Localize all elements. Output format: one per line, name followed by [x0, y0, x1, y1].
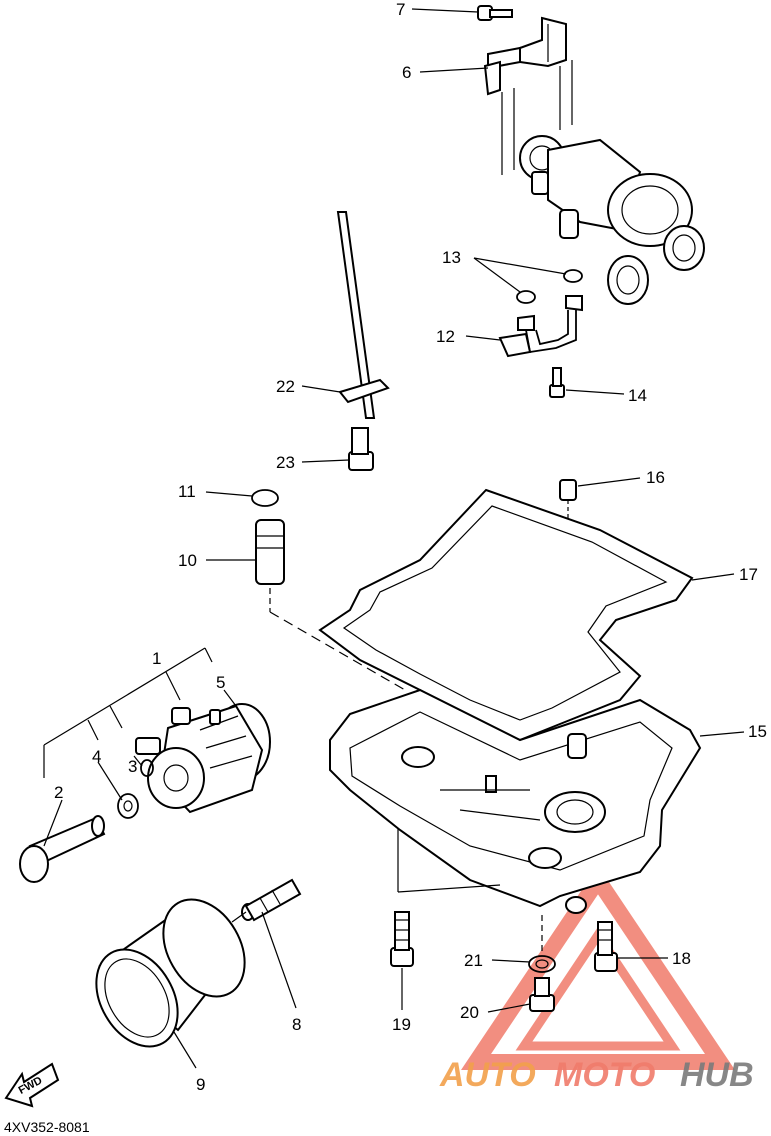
callout-23: 23 — [276, 453, 295, 472]
oil-cooler — [135, 703, 271, 814]
gasket — [318, 488, 694, 742]
callout-15: 15 — [748, 722, 767, 741]
union-bolt-8 — [231, 878, 302, 923]
callout-6: 6 — [402, 63, 411, 82]
callout-14: 14 — [628, 386, 647, 405]
cooler-hardware — [19, 759, 154, 883]
water-pump-assembly — [477, 5, 705, 305]
callout-9: 9 — [196, 1075, 205, 1094]
o-rings — [516, 269, 583, 304]
oil-pan — [329, 688, 702, 914]
callout-4: 4 — [92, 747, 101, 766]
callout-20: 20 — [460, 1003, 479, 1022]
callout-10: 10 — [178, 551, 197, 570]
callout-1: 1 — [152, 649, 161, 668]
callout-11: 11 — [178, 482, 196, 501]
watermark-hub: HUB — [680, 1056, 754, 1094]
group-bracket — [43, 647, 213, 778]
watermark-text: AUTO MOTO HUB — [439, 1056, 754, 1094]
callout-5: 5 — [216, 673, 225, 692]
oil-pan-bolts — [390, 828, 618, 1012]
callout-22: 22 — [276, 377, 295, 396]
callout-16: 16 — [646, 468, 665, 487]
watermark-moto: MOTO — [554, 1056, 655, 1094]
oil-filter — [95, 898, 246, 1048]
level-gauge-tube — [336, 211, 390, 471]
callout-13: 13 — [442, 248, 461, 267]
diagram-code: 4XV352-8081 — [4, 1119, 90, 1135]
dowel-16 — [559, 479, 577, 520]
callout-8: 8 — [292, 1015, 301, 1034]
callout-21: 21 — [464, 951, 483, 970]
callout-18: 18 — [672, 949, 691, 968]
callout-17: 17 — [739, 565, 758, 584]
callout-12: 12 — [436, 327, 455, 346]
fwd-arrow-icon — [4, 1062, 60, 1108]
bolt-14 — [549, 367, 565, 398]
callout-3: 3 — [128, 757, 137, 776]
oil-strainer-parts — [251, 489, 406, 691]
callout-19: 19 — [392, 1015, 411, 1034]
callout-7: 7 — [396, 0, 405, 19]
watermark-auto: AUTO — [439, 1056, 536, 1094]
water-pipe — [498, 295, 583, 358]
callout-2: 2 — [54, 783, 63, 802]
leader-lines — [43, 8, 745, 1069]
